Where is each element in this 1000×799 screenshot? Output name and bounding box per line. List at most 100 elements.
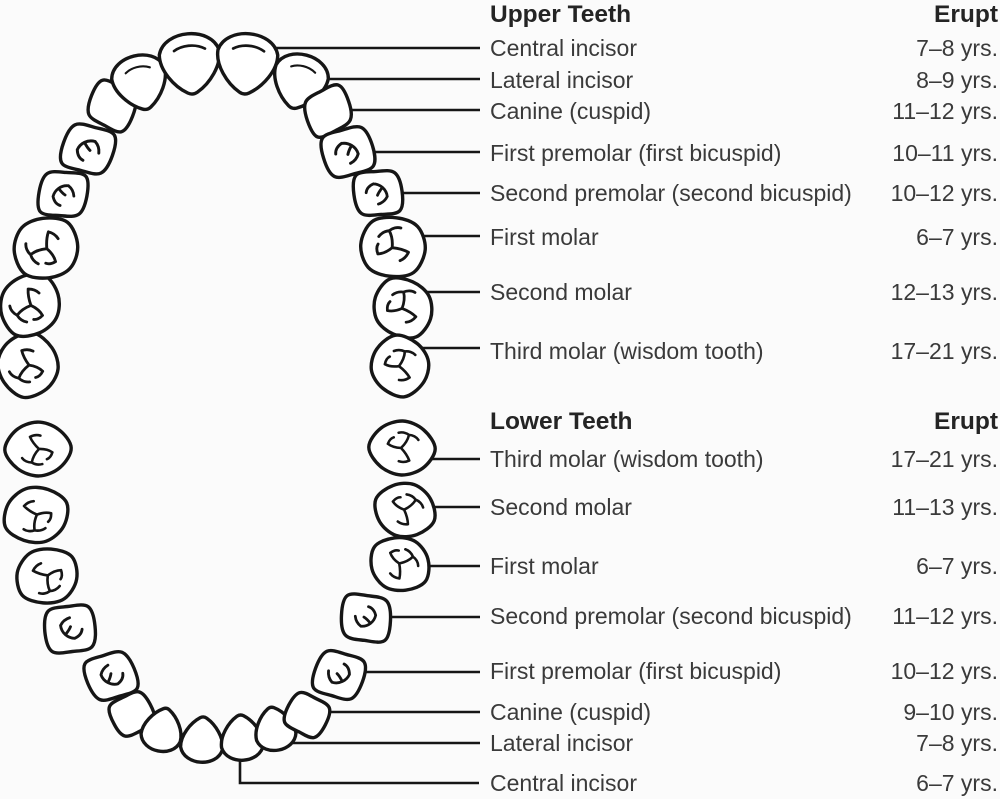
row-upper-second-premolar: Second premolar (second bicuspid) 10–12 … (490, 178, 998, 208)
tooth-molar (3, 420, 73, 478)
tooth-premolar (36, 169, 90, 219)
erupt-value: 7–8 yrs. (916, 35, 998, 61)
tooth-molar (0, 271, 61, 339)
tooth-incisor (110, 53, 167, 112)
row-upper-canine: Canine (cuspid) 11–12 yrs. (490, 96, 998, 126)
molar-fissure (31, 562, 64, 595)
molar-fissure (24, 230, 60, 266)
premolar-fissure (51, 184, 76, 207)
tooth-molar (369, 333, 431, 399)
incisor-mark (290, 64, 317, 74)
erupt-value: 10–12 yrs. (890, 180, 998, 206)
tooth-outline (178, 715, 225, 764)
tooth-label: Central incisor (490, 35, 637, 61)
premolar-fissure (334, 141, 360, 165)
tooth-molar (2, 485, 70, 545)
row-upper-first-premolar: First premolar (first bicuspid) 10–11 yr… (490, 138, 998, 168)
tooth-label: First molar (490, 224, 599, 250)
tooth-label: Lateral incisor (490, 730, 634, 756)
row-lower-lateral-incisor: Lateral incisor 7–8 yrs. (490, 728, 998, 758)
tooth-premolar (58, 122, 118, 176)
tooth-label: First molar (490, 553, 599, 579)
leader-line-elbow (238, 750, 479, 785)
tooth-outline (215, 32, 280, 96)
tooth-incisor (215, 32, 280, 96)
tooth-premolar (319, 124, 377, 180)
erupt-header: Erupt (934, 1, 998, 28)
tooth-incisor (139, 706, 183, 754)
row-lower-first-premolar: First premolar (first bicuspid) 10–12 yr… (490, 656, 998, 686)
tooth-label: Second premolar (second bicuspid) (490, 180, 852, 206)
tooth-molar (0, 330, 60, 400)
molar-fissure (22, 499, 53, 533)
erupt-value: 17–21 yrs. (890, 446, 998, 472)
erupt-value: 7–8 yrs. (916, 730, 998, 756)
tooth-label: Third molar (wisdom tooth) (490, 446, 764, 472)
upper-title: Upper Teeth (490, 1, 632, 28)
erupt-value: 11–12 yrs. (892, 603, 998, 629)
tooth-outline (157, 32, 222, 96)
row-lower-canine: Canine (cuspid) 9–10 yrs. (490, 697, 998, 727)
tooth-label: Canine (cuspid) (490, 699, 652, 725)
lower-title: Lower Teeth (490, 408, 633, 435)
row-lower-central-incisor: Central incisor 6–7 yrs. (490, 768, 998, 798)
erupt-header: Erupt (934, 408, 998, 435)
molar-fissure (375, 226, 410, 263)
tooth-canine (282, 690, 332, 740)
erupt-value: 10–11 yrs. (892, 140, 998, 166)
incisor-mark (124, 65, 151, 75)
row-lower-first-molar: First molar 6–7 yrs. (490, 551, 998, 581)
molar-fissure (383, 348, 417, 382)
tooth-molar (12, 216, 80, 280)
tooth-premolar (42, 603, 98, 655)
tooth-label: First premolar (first bicuspid) (490, 658, 782, 684)
tooth-label: Canine (cuspid) (490, 98, 652, 124)
tooth-premolar (82, 649, 140, 702)
row-upper-first-molar: First molar 6–7 yrs. (490, 222, 998, 252)
tooth-incisor (157, 32, 222, 96)
molar-fissure (386, 431, 420, 464)
molar-fissure (388, 547, 420, 580)
tooth-incisor (219, 713, 266, 762)
row-upper-lateral-incisor: Lateral incisor 8–9 yrs. (490, 65, 998, 95)
tooth-molar (367, 419, 437, 477)
tooth-outline (219, 713, 266, 762)
lower-arch-diagram (2, 419, 437, 764)
incisor-mark (231, 44, 266, 53)
erupt-value: 9–10 yrs. (903, 699, 998, 725)
erupt-value: 10–12 yrs. (890, 658, 998, 684)
lower-section-header: Lower Teeth Erupt (490, 407, 998, 437)
tooth-label: First premolar (first bicuspid) (490, 140, 782, 166)
premolar-fissure (326, 662, 351, 685)
tooth-molar (372, 276, 434, 340)
tooth-outline (282, 690, 332, 740)
premolar-fissure (99, 663, 125, 686)
row-upper-third-molar: Third molar (wisdom tooth) 17–21 yrs. (490, 336, 998, 366)
row-upper-second-molar: Second molar 12–13 yrs. (490, 277, 998, 307)
premolar-fissure (59, 616, 84, 640)
erupt-value: 17–21 yrs. (890, 338, 998, 364)
tooth-premolar (351, 168, 405, 218)
tooth-label: Central incisor (490, 770, 637, 796)
erupt-value: 8–9 yrs. (916, 67, 998, 93)
tooth-molar (359, 215, 427, 279)
row-lower-second-premolar: Second premolar (second bicuspid) 11–12 … (490, 601, 998, 631)
row-upper-central-incisor: Central incisor 7–8 yrs. (490, 33, 998, 63)
premolar-fissure (75, 139, 101, 162)
molar-fissure (391, 493, 425, 526)
tooth-outline (139, 706, 183, 754)
molar-fissure (20, 433, 54, 466)
tooth-molar (369, 535, 431, 593)
erupt-value: 12–13 yrs. (890, 279, 998, 305)
molar-fissure (385, 289, 418, 324)
upper-arch-diagram (0, 32, 434, 400)
erupt-value: 6–7 yrs. (916, 770, 998, 796)
premolar-fissure (364, 182, 389, 206)
tooth-molar (15, 547, 79, 605)
tooth-incisor (178, 715, 225, 764)
tooth-premolar (310, 648, 368, 702)
upper-section-header: Upper Teeth Erupt (490, 0, 998, 30)
tooth-label: Second premolar (second bicuspid) (490, 603, 852, 629)
molar-fissure (7, 348, 45, 384)
